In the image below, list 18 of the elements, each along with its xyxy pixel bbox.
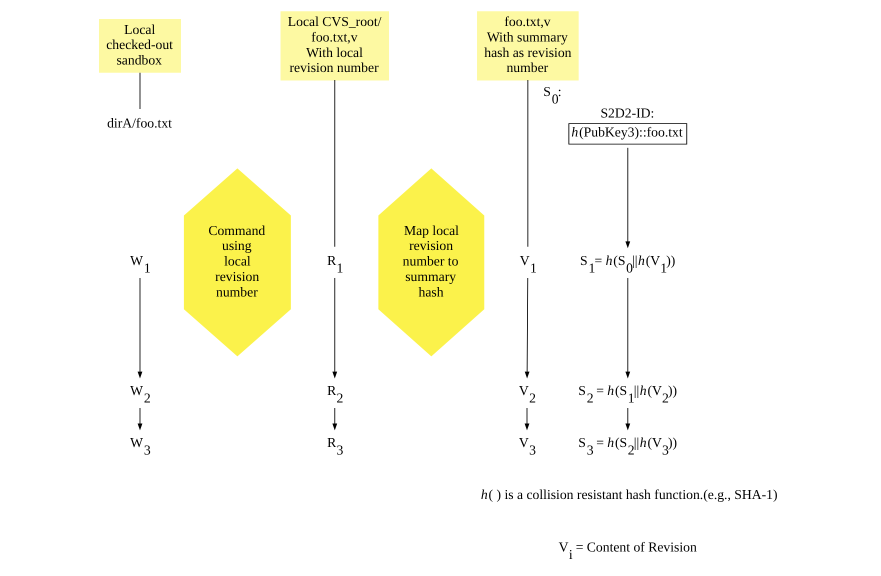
arrow: [524, 408, 530, 430]
arrow: [138, 408, 142, 430]
node-text: dirA/foo.txt: [107, 116, 172, 131]
arrow: [332, 408, 338, 430]
arrow: [332, 278, 338, 378]
node-box: Local CVS_root/ foo.txt,v With local revision number: [280, 11, 390, 80]
arrow: [524, 278, 530, 378]
node-label: S2D2-ID:: [600, 105, 654, 120]
arrow: [625, 278, 630, 378]
node-box: h(PubKey3)::foo.txt: [568, 123, 688, 145]
label: h( ) is a collision resistant hash function.(e.g., SHA-1): [480, 487, 778, 502]
connector: [334, 80, 336, 248]
connector: [527, 80, 528, 248]
arrow: [138, 278, 142, 378]
node-box: foo.txt,v With summary hash as revision number: [477, 11, 579, 80]
node-box: Local checked-out sandbox: [98, 18, 181, 73]
arrow: [625, 147, 630, 248]
arrow: [625, 408, 630, 430]
